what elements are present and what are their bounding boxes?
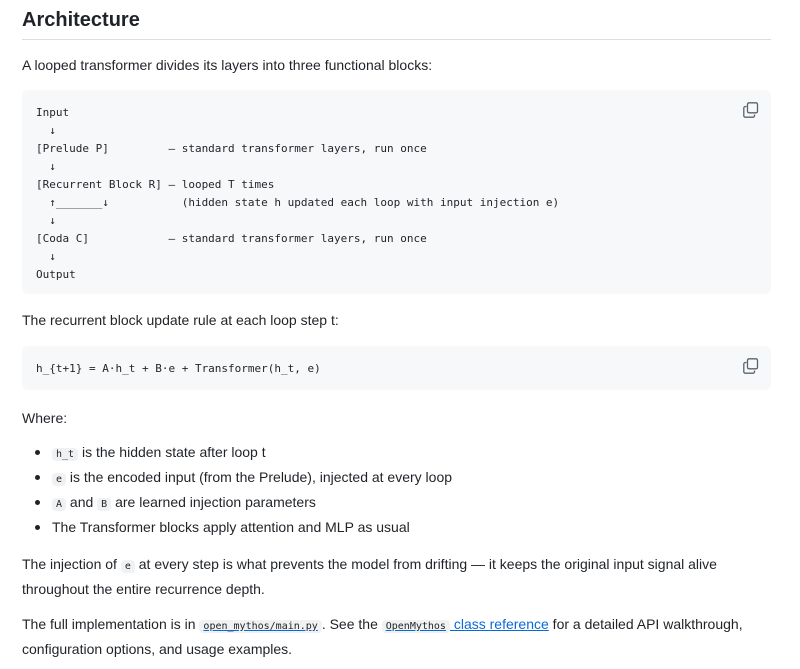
diagram-line: ↓ [36, 250, 56, 263]
implementation-paragraph: The full implementation is in open_mytho… [22, 613, 771, 660]
diagram-line: ↓ [36, 214, 56, 227]
paragraph-text: . See the [321, 616, 382, 632]
inline-code: e [52, 473, 67, 486]
formula-code: h_{t+1} = A·h_t + B·e + Transformer(h_t,… [36, 362, 321, 375]
copy-icon [743, 358, 759, 374]
list-item-text: The Transformer blocks apply attention a… [52, 519, 410, 535]
list-item: The Transformer blocks apply attention a… [22, 515, 771, 540]
list-item: e is the encoded input (from the Prelude… [22, 465, 771, 490]
injection-paragraph: The injection of e at every step is what… [22, 553, 771, 600]
formula-block: h_{t+1} = A·h_t + B·e + Transformer(h_t,… [22, 346, 771, 390]
inline-code: OpenMythos [381, 620, 450, 633]
paragraph-text: for a detailed API walkthrough, configur… [22, 616, 743, 657]
list-item: h_t is the hidden state after loop t [22, 440, 771, 465]
where-label: Where: [22, 410, 68, 426]
list-item-text: is the encoded input (from the Prelude),… [66, 469, 453, 485]
architecture-diagram-block: Input ↓ [Prelude P] — standard transforme… [22, 90, 771, 294]
bullet [35, 525, 40, 530]
inline-code: A [52, 498, 67, 511]
diagram-line: [Recurrent Block R] — looped T times [36, 178, 275, 191]
link-text: class reference [449, 616, 549, 632]
inline-code: B [97, 498, 112, 511]
list-item-text: is the hidden state after loop t [78, 444, 266, 460]
inline-code: h_t [52, 448, 79, 461]
inline-code: e [120, 560, 135, 573]
bullet [35, 450, 40, 455]
diagram-line: Input [36, 106, 70, 119]
main-py-link[interactable]: open_mythos/main.py [199, 616, 322, 633]
bullet [35, 500, 40, 505]
copy-icon[interactable] [743, 102, 759, 118]
paragraph-text: The full implementation is in [22, 616, 200, 632]
intro-paragraph: A looped transformer divides its layers … [22, 57, 433, 73]
list-item-text: and [66, 494, 98, 510]
diagram-line: ↑_______↓ (hidden state h updated each l… [36, 196, 560, 209]
class-reference-link[interactable]: OpenMythos class reference [381, 616, 549, 633]
copy-icon [743, 102, 759, 118]
diagram-line: ↓ [36, 160, 56, 173]
list-item-text: are learned injection parameters [111, 494, 316, 510]
paragraph-text: at every step is what prevents the model… [22, 556, 717, 597]
definition-list: h_t is the hidden state after loop t e i… [22, 440, 771, 540]
inline-code: open_mythos/main.py [199, 620, 322, 633]
diagram-line: [Prelude P] — standard transformer layer… [36, 142, 427, 155]
diagram-line: Output [36, 268, 76, 281]
section-heading: Architecture [22, 0, 771, 40]
diagram-code: Input ↓ [Prelude P] — standard transforme… [36, 104, 559, 284]
copy-icon[interactable] [743, 358, 759, 374]
update-rule-paragraph: The recurrent block update rule at each … [22, 312, 339, 328]
bullet [35, 475, 40, 480]
paragraph-text: The injection of [22, 556, 121, 572]
diagram-line: ↓ [36, 124, 56, 137]
list-item: A and B are learned injection parameters [22, 490, 771, 515]
diagram-line: [Coda C] — standard transformer layers, … [36, 232, 427, 245]
markdown-body: Architecture A looped transformer divide… [22, 0, 771, 660]
